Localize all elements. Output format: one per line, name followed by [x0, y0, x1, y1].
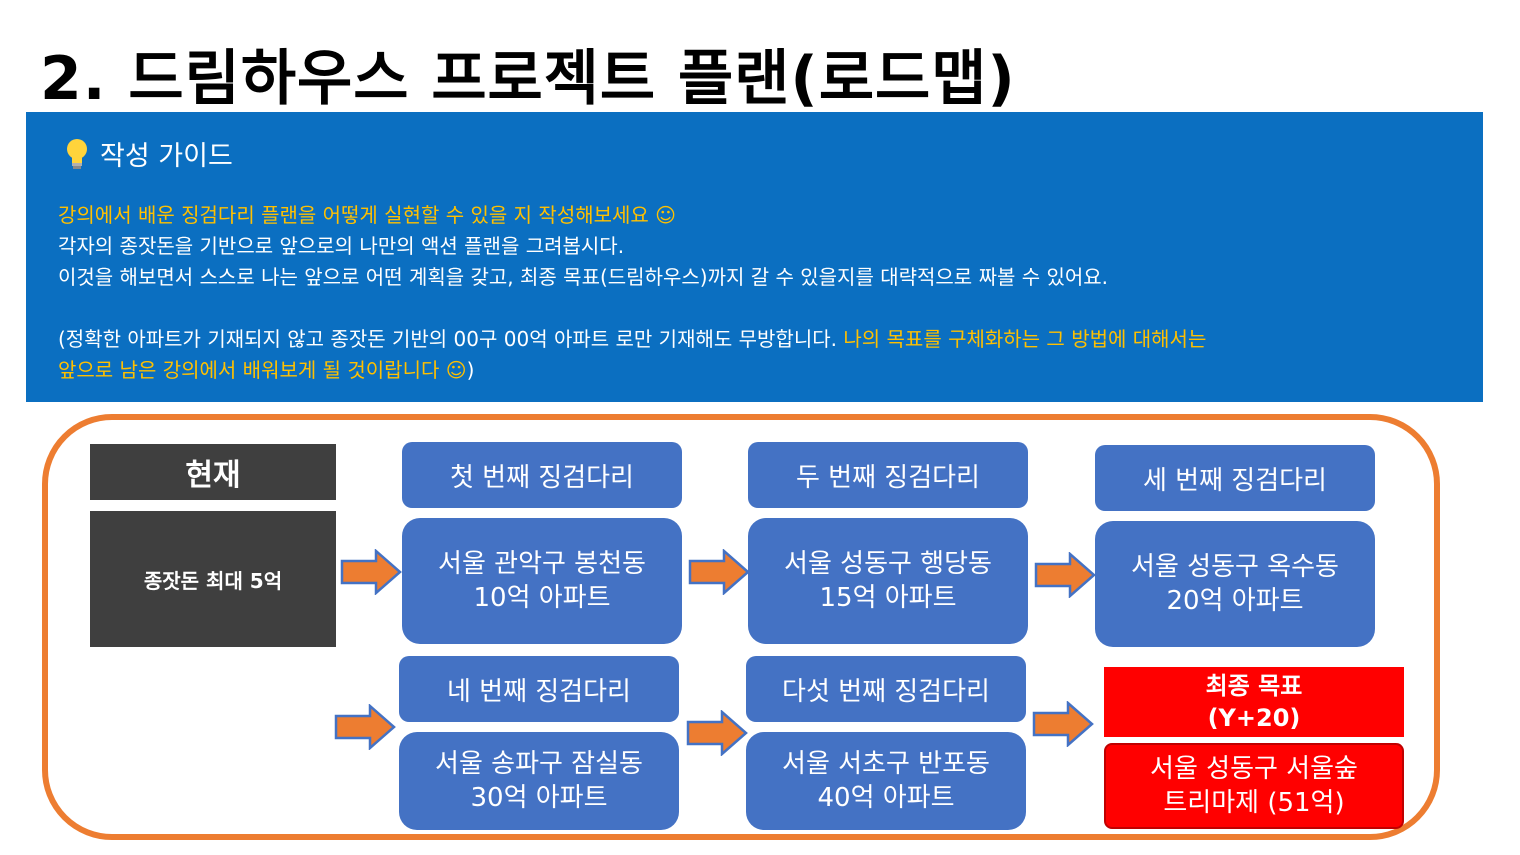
- step-1-price: 10억 아파트: [473, 583, 611, 613]
- step-5-location: 서울 서초구 반포동: [782, 749, 990, 779]
- lightbulb-icon: [64, 137, 90, 171]
- final-goal-price: 트리마제 (51억): [1163, 788, 1345, 818]
- step-5-price: 40억 아파트: [817, 783, 955, 813]
- step-5-label: 다섯 번째 징검다리: [746, 656, 1026, 722]
- right-arrow-icon: [334, 704, 396, 750]
- right-arrow-icon: [688, 549, 750, 595]
- guide-note-highlight: 나의 목표를 구체화하는 그 방법에 대해서는: [843, 327, 1207, 351]
- guide-line: 강의에서 배운 징검다리 플랜을 어떻게 실현할 수 있을 지 작성해보세요 ☺: [58, 203, 677, 227]
- roadmap-frame: [42, 414, 1440, 840]
- final-goal-year: (Y+20): [1207, 704, 1301, 732]
- guide-line: 앞으로 남은 강의에서 배워보게 될 것이랍니다 ☺): [58, 355, 1206, 386]
- final-goal-label: 최종 목표 (Y+20): [1104, 667, 1404, 737]
- step-1-label: 첫 번째 징검다리: [402, 442, 682, 508]
- final-goal-target: 서울 성동구 서울숲 트리마제 (51억): [1104, 743, 1404, 829]
- current-label: 현재: [90, 444, 336, 500]
- right-arrow-icon: [340, 549, 402, 595]
- step-3-target: 서울 성동구 옥수동 20억 아파트: [1095, 521, 1375, 647]
- step-2-label: 두 번째 징검다리: [748, 442, 1028, 508]
- step-2-price: 15억 아파트: [819, 583, 957, 613]
- right-arrow-icon: [1032, 701, 1094, 747]
- guide-line: 이것을 해보면서 스스로 나는 앞으로 어떤 계획을 갖고, 최종 목표(드림하…: [58, 265, 1109, 289]
- final-goal-location: 서울 성동구 서울숲: [1150, 754, 1358, 784]
- step-1-target: 서울 관악구 봉천동 10억 아파트: [402, 518, 682, 644]
- final-goal-title: 최종 목표: [1205, 672, 1303, 700]
- step-4-price: 30억 아파트: [470, 783, 608, 813]
- guide-note-close: ): [466, 358, 475, 382]
- step-5-target: 서울 서초구 반포동 40억 아파트: [746, 732, 1026, 830]
- step-4-target: 서울 송파구 잠실동 30억 아파트: [399, 732, 679, 830]
- page-title: 2. 드림하우스 프로젝트 플랜(로드맵): [40, 44, 1016, 114]
- step-4-location: 서울 송파구 잠실동: [435, 749, 643, 779]
- guide-body: 강의에서 배운 징검다리 플랜을 어떻게 실현할 수 있을 지 작성해보세요 ☺…: [58, 200, 1206, 386]
- guide-line: (정확한 아파트가 기재되지 않고 종잣돈 기반의 00구 00억 아파트 로만…: [58, 324, 1206, 355]
- guide-heading-text: 작성 가이드: [100, 141, 233, 172]
- guide-note: (정확한 아파트가 기재되지 않고 종잣돈 기반의 00구 00억 아파트 로만…: [58, 327, 844, 351]
- guide-line: 각자의 종잣돈을 기반으로 앞으로의 나만의 액션 플랜을 그려봅시다.: [58, 234, 625, 258]
- right-arrow-icon: [1034, 552, 1096, 598]
- step-4-label: 네 번째 징검다리: [399, 656, 679, 722]
- writing-guide-panel: 작성 가이드 강의에서 배운 징검다리 플랜을 어떻게 실현할 수 있을 지 작…: [26, 112, 1483, 402]
- guide-note-highlight: 앞으로 남은 강의에서 배워보게 될 것이랍니다 ☺: [58, 358, 467, 382]
- step-3-label: 세 번째 징검다리: [1095, 445, 1375, 511]
- right-arrow-icon: [686, 710, 748, 756]
- step-1-location: 서울 관악구 봉천동: [438, 549, 646, 579]
- step-2-target: 서울 성동구 행당동 15억 아파트: [748, 518, 1028, 644]
- guide-heading: 작성 가이드: [64, 134, 233, 173]
- step-2-location: 서울 성동구 행당동: [784, 549, 992, 579]
- step-3-price: 20억 아파트: [1166, 586, 1304, 616]
- current-value: 종잣돈 최대 5억: [90, 511, 336, 647]
- step-3-location: 서울 성동구 옥수동: [1131, 552, 1339, 582]
